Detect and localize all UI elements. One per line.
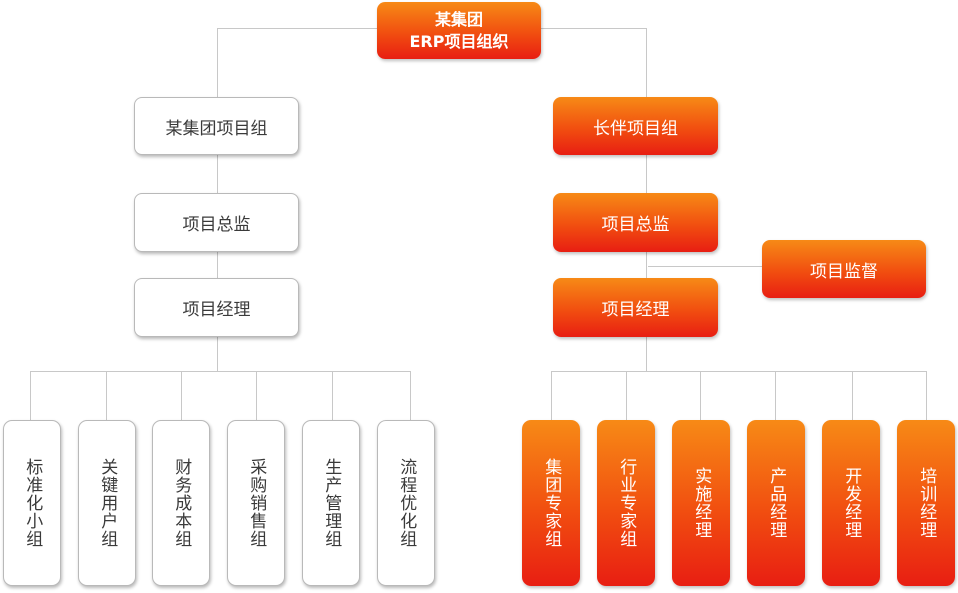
right-team-label: 培训经理 bbox=[916, 467, 937, 539]
connector-left-drops bbox=[30, 371, 411, 420]
right-team-label: 开发经理 bbox=[841, 467, 862, 539]
left-team-node: 关键用户组 bbox=[78, 420, 136, 586]
right-team-node: 实施经理 bbox=[672, 420, 730, 586]
right-team-label: 集团专家组 bbox=[541, 458, 562, 548]
right-team-label: 实施经理 bbox=[691, 467, 712, 539]
left-team-label: 生产管理组 bbox=[321, 458, 342, 548]
left-director-node: 项目总监 bbox=[134, 193, 299, 252]
right-team-node: 集团专家组 bbox=[522, 420, 580, 586]
left-team-node: 标准化小组 bbox=[3, 420, 61, 586]
left-team-label: 流程优化组 bbox=[396, 458, 417, 548]
left-team-label: 财务成本组 bbox=[171, 458, 192, 548]
connector-root-left bbox=[217, 28, 377, 97]
connector-root-right bbox=[541, 28, 647, 97]
left-team-label: 标准化小组 bbox=[22, 458, 43, 548]
right-supervisor-node: 项目监督 bbox=[762, 240, 926, 298]
left-group-node: 某集团项目组 bbox=[134, 97, 299, 155]
right-director-node: 项目总监 bbox=[553, 193, 718, 252]
left-manager-node: 项目经理 bbox=[134, 278, 299, 337]
left-team-label: 关键用户组 bbox=[97, 458, 118, 548]
left-team-node: 生产管理组 bbox=[302, 420, 360, 586]
right-team-node: 培训经理 bbox=[897, 420, 955, 586]
right-team-label: 产品经理 bbox=[766, 467, 787, 539]
root-node: 某集团 ERP项目组织 bbox=[377, 2, 541, 59]
right-team-node: 行业专家组 bbox=[597, 420, 655, 586]
left-team-node: 采购销售组 bbox=[227, 420, 285, 586]
left-team-node: 财务成本组 bbox=[152, 420, 210, 586]
left-team-node: 流程优化组 bbox=[377, 420, 435, 586]
right-manager-node: 项目经理 bbox=[553, 278, 718, 337]
right-team-node: 产品经理 bbox=[747, 420, 805, 586]
root-title-line1: 某集团 bbox=[434, 9, 483, 29]
connector-right-drops bbox=[551, 371, 927, 420]
left-team-label: 采购销售组 bbox=[246, 458, 267, 548]
right-team-label: 行业专家组 bbox=[616, 458, 637, 548]
root-title-line2: ERP项目组织 bbox=[409, 31, 509, 51]
right-team-node: 开发经理 bbox=[822, 420, 880, 586]
right-group-node: 长伴项目组 bbox=[553, 97, 718, 155]
